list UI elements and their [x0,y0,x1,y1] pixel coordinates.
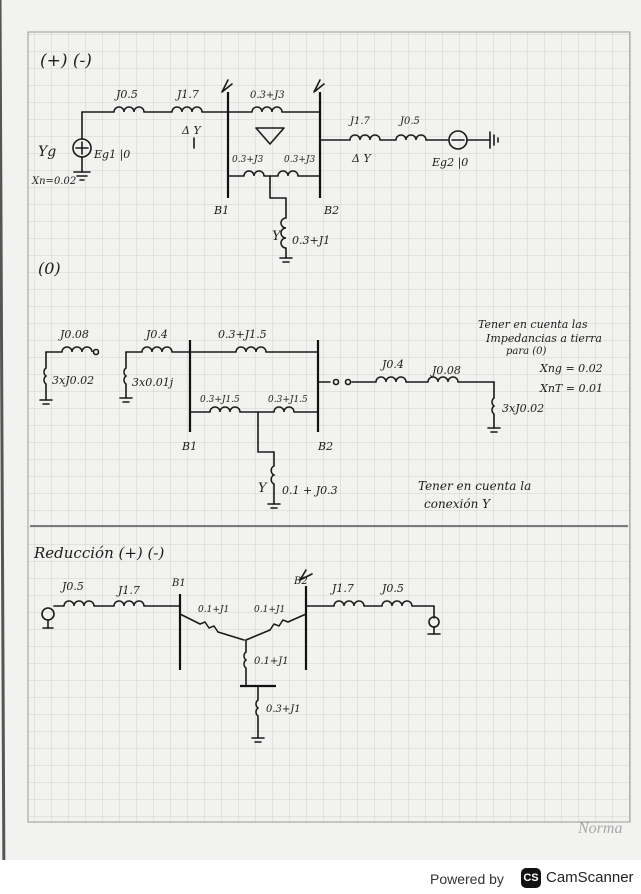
transformer-left-label: Δ Y [181,124,202,137]
red-r1-inductor [333,600,365,607]
inductor-j0.5 [113,106,145,113]
z-top-label: 0.3+J3 [250,90,285,101]
zero-right-label: 0.3+J1.5 [268,395,308,405]
watermark: Norma [578,820,623,837]
zero-r2-label: J0.08 [430,364,461,377]
note-xnt: XnT = 0.01 [539,382,603,395]
z-left-label: 0.3+J3 [232,155,263,165]
load-z-label: 0.3+J1 [292,234,330,247]
zero-top-inductor [235,346,267,353]
src-inductor [61,346,93,353]
z2-label: J1.7 [175,88,199,101]
zero-r-ground-inductor [491,397,496,415]
red-left-label: 0.1+J1 [198,605,229,615]
note1-line1: Tener en cuenta las [478,318,588,331]
load-inductor [280,217,287,249]
inductor-right [277,170,299,177]
zero-r1-inductor [375,376,407,383]
section3-heading: Reducción (+) (-) [33,544,164,562]
zero-left-inductor [209,406,241,413]
section2-heading: (0) [38,259,61,278]
load-connection-label: Y [272,229,282,244]
zero-load-inductor [270,465,276,485]
t1-z-label: J0.4 [144,328,168,341]
red-mid-label: 0.1+J1 [254,656,289,667]
z-right2-label: J0.5 [398,116,420,127]
red-inductor-1 [63,600,95,607]
z-right1-label: J1.7 [348,116,371,127]
grid-paper [28,32,630,822]
t1-ground-inductor [123,367,128,385]
transformer-right-label: Δ Y [351,152,372,165]
red-r2-inductor [381,600,413,607]
section-positive-negative: (+) (-) Yg Xn=0.02 Eg1 |0 J0.5 J1.7 Δ Y … [31,51,499,263]
b2-zero-label: B2 [317,440,333,453]
red-mid-inductor [243,651,248,669]
camscanner-footer [0,860,641,894]
b2-label: B2 [323,204,339,217]
z-right-label: 0.3+J3 [284,155,315,165]
eg2-label: Eg2 |0 [431,156,468,170]
delta-symbol [255,127,285,145]
t1-inductor [141,346,173,353]
red-z2-label: J1.7 [116,584,140,597]
t1-ground-label: 3x0.01j [132,376,174,389]
red-r1-label: J1.7 [330,582,354,595]
red-left-inductor [199,621,219,633]
red-load-inductor [255,699,260,717]
zero-r-ground-label: 3xJ0.02 [502,402,544,415]
red-r2-label: J0.5 [380,582,404,595]
zero-right-inductor [273,406,295,413]
camscanner-brand: CamScanner [546,869,634,886]
eg1-label: Eg1 |0 [93,148,130,162]
zero-r1-label: J0.4 [380,358,404,371]
red-b1-label: B1 [171,578,186,589]
red-right-label: 0.1+J1 [254,605,285,615]
src-ground-label: 3xJ0.02 [52,374,94,387]
zero-load-z: 0.1 + J0.3 [282,484,338,497]
z1-label: J0.5 [114,88,138,101]
yg-label: Yg [38,144,56,160]
inductor-left [243,170,265,177]
camscanner-logo-icon: CS [521,868,541,888]
inductor-right-j1.7 [349,134,381,141]
xn-label: Xn=0.02 [31,176,76,187]
red-z1-label: J0.5 [60,580,84,593]
powered-by-text: Powered by [430,871,504,887]
fault-arrow [221,79,233,93]
zero-load-connection: Y [258,481,268,496]
section1-heading: (+) (-) [40,51,92,71]
red-load-label: 0.3+J1 [266,704,301,715]
b1-label: B1 [213,204,229,217]
inductor-right-j0.5 [395,134,427,141]
b1-zero-label: B1 [181,440,197,453]
section-reduction: Reducción (+) (-) J0.5 J1.7 B1 0.1+J1 B2… [33,544,441,743]
note2-line2: conexión Y [424,497,491,511]
src-ground-inductor [43,367,48,385]
zero-top-label: 0.3+J1.5 [218,328,267,341]
red-right-inductor [269,619,289,631]
note-xng: Xng = 0.02 [539,362,603,375]
note2-line1: Tener en cuenta la [418,479,531,493]
inductor-top [251,106,283,113]
note1-line2: Impedancias a tierra [485,332,602,345]
red-inductor-2 [113,600,145,607]
zero-r2-inductor [427,376,459,383]
src-z-label: J0.08 [58,328,89,341]
inductor-j1.7 [171,106,203,113]
red-b2-label: B2 [293,576,308,587]
note1-line3: para (0) [506,346,547,357]
section-zero-sequence: (0) J0.08 3xJ0.02 J0.4 3x0.01j B1 0.3+J1… [30,259,628,527]
zero-left-label: 0.3+J1.5 [200,395,240,405]
